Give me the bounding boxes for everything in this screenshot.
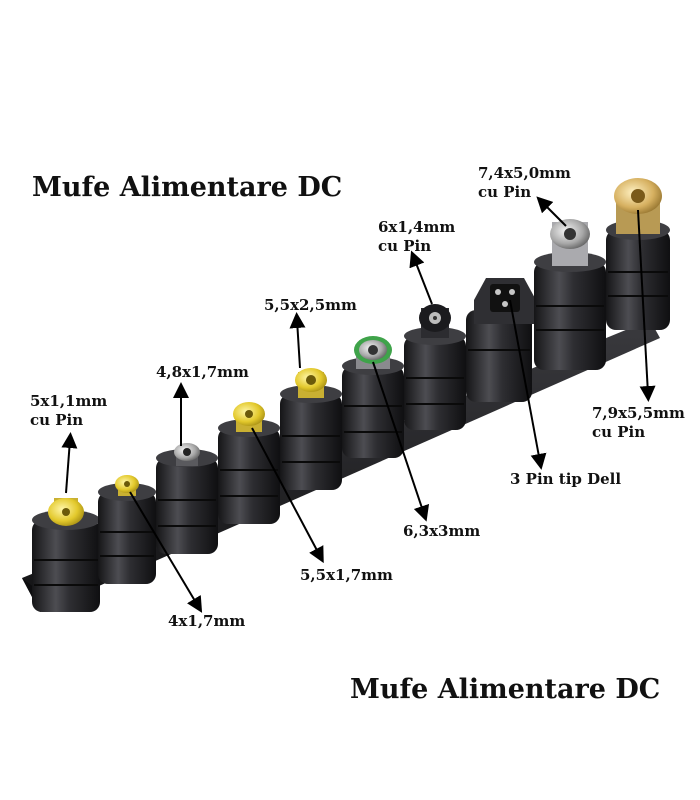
label-6-3x3: 6,3x3mm xyxy=(403,522,481,540)
arrow-6x1-4 xyxy=(409,250,433,305)
arrow-5x1-1 xyxy=(61,432,78,494)
connector-4-8x1-7 xyxy=(156,443,218,554)
label-4-8x1-7: 4,8x1,7mm xyxy=(156,363,249,381)
connector-6-3x3 xyxy=(342,336,404,458)
label-4x1-7: 4x1,7mm xyxy=(168,612,246,630)
connector-7-4x5-0 xyxy=(534,219,606,370)
connector-5-5x2-5 xyxy=(280,368,342,490)
arrow-4x1-7 xyxy=(129,491,203,613)
arrow-6-3x3 xyxy=(372,361,430,522)
connector-6x1-4 xyxy=(404,304,466,430)
arrow-3pin-dell xyxy=(509,299,547,470)
connector-5-5x1-7 xyxy=(218,402,280,524)
arrow-5-5x2-5 xyxy=(289,312,306,369)
title-bottom: Mufe Alimentare DC xyxy=(350,674,661,705)
connector-7-9x5-5 xyxy=(606,178,670,330)
label-5-5x1-7: 5,5x1,7mm xyxy=(300,566,393,584)
label-5-5x2-5: 5,5x2,5mm xyxy=(264,296,357,314)
label-3pin-dell: 3 Pin tip Dell xyxy=(510,470,622,488)
connector-4x1-7 xyxy=(98,475,156,584)
connector-5x1-1 xyxy=(32,498,100,612)
title-top: Mufe Alimentare DC xyxy=(32,172,343,203)
arrow-5-5x1-7 xyxy=(251,427,324,564)
arrow-7-4x5-0 xyxy=(536,196,567,227)
arrow-7-9x5-5 xyxy=(637,209,656,402)
callout-arrows xyxy=(61,196,656,613)
